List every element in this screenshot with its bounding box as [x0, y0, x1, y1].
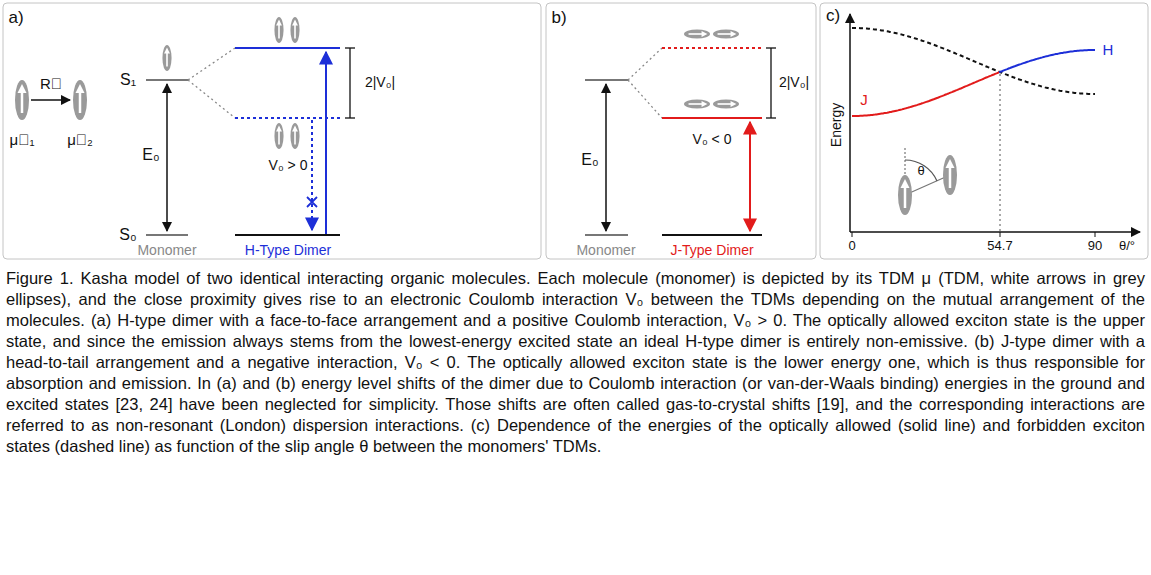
y-axis	[849, 14, 851, 232]
figure-label: b)	[551, 9, 566, 28]
forbidden-cross	[307, 197, 317, 207]
figure-label: 54.7	[987, 239, 1012, 253]
figure-label: H-Type Dimer	[245, 243, 331, 258]
guide-line	[628, 80, 662, 118]
emission-arrow	[311, 120, 313, 230]
figure-label: J	[860, 92, 868, 109]
energy-level	[662, 117, 762, 119]
figure-label: Monomer	[576, 243, 635, 258]
gap-bracket	[345, 117, 355, 118]
molecule	[898, 175, 912, 215]
molecule	[15, 80, 29, 120]
molecule	[73, 80, 87, 120]
energy-level	[585, 79, 628, 81]
transition-arrow	[749, 122, 751, 231]
gap-bracket	[345, 47, 355, 48]
figure-label: 2|V₀|	[365, 75, 395, 90]
molecule	[290, 123, 299, 149]
energy-arrow	[166, 84, 168, 231]
tick	[1095, 232, 1096, 237]
figure-label: 0	[848, 239, 855, 253]
energy-arrow	[605, 84, 607, 231]
molecule	[162, 45, 171, 71]
figure-caption: Figure 1. Kasha model of two identical i…	[6, 268, 1145, 457]
molecule	[713, 29, 739, 38]
figure-label: J-Type Dimer	[670, 243, 753, 258]
energy-level	[662, 47, 762, 49]
figure-label: H	[1103, 42, 1114, 59]
energy-level	[235, 117, 340, 119]
figure-label: μ⃗₁	[10, 132, 35, 149]
figure-label: E₀	[142, 146, 159, 164]
molecule	[684, 29, 710, 38]
energy-level	[235, 47, 340, 49]
tick	[852, 232, 853, 237]
distance-vector	[31, 99, 70, 101]
energy-level	[146, 234, 188, 236]
energy-level	[235, 234, 340, 236]
energy-level	[585, 234, 628, 236]
panel-frame	[3, 3, 541, 259]
molecule	[713, 99, 739, 108]
figure-label: E₀	[581, 151, 598, 169]
molecule	[274, 17, 283, 43]
x-axis	[850, 231, 1140, 233]
figure-label: S₀	[119, 226, 136, 244]
figure-label: 90	[1088, 239, 1102, 253]
figure-label: V₀ < 0	[693, 132, 732, 147]
figure-label: Monomer	[137, 243, 196, 258]
molecule	[290, 17, 299, 43]
figure-label: a)	[8, 9, 23, 28]
figure-label: R⃗	[40, 76, 62, 93]
gap-bracket	[349, 48, 350, 118]
figure-label: c)	[826, 7, 840, 26]
magic-angle-line	[1000, 74, 1001, 231]
gap-bracket	[766, 117, 776, 118]
figure-label: μ⃗₂	[67, 132, 93, 149]
gap-bracket	[766, 47, 776, 48]
figure-label: 2|V₀|	[779, 75, 809, 90]
energy-level	[146, 79, 188, 81]
angle-arc	[905, 160, 937, 181]
forbidden-curve	[852, 28, 1095, 94]
molecule	[274, 123, 283, 149]
figure-label: V₀ > 0	[269, 158, 308, 173]
panel-frame	[546, 3, 816, 259]
molecule	[684, 99, 710, 108]
guide-line	[628, 48, 662, 80]
figure-label: Energy	[829, 103, 844, 147]
guide-line	[188, 80, 235, 118]
guide-line	[188, 48, 235, 80]
allowed-curve	[852, 72, 999, 116]
reference-line	[904, 148, 905, 174]
figure-label: S₁	[120, 71, 136, 89]
figure-label: θ/°	[1119, 239, 1135, 253]
tick	[1000, 232, 1001, 237]
figure-label: θ	[917, 164, 924, 178]
gap-bracket	[770, 48, 771, 118]
absorption-arrow	[325, 52, 327, 234]
molecule	[943, 155, 957, 195]
panel-frame	[820, 3, 1148, 259]
allowed-curve	[999, 50, 1095, 72]
energy-level	[662, 234, 762, 236]
